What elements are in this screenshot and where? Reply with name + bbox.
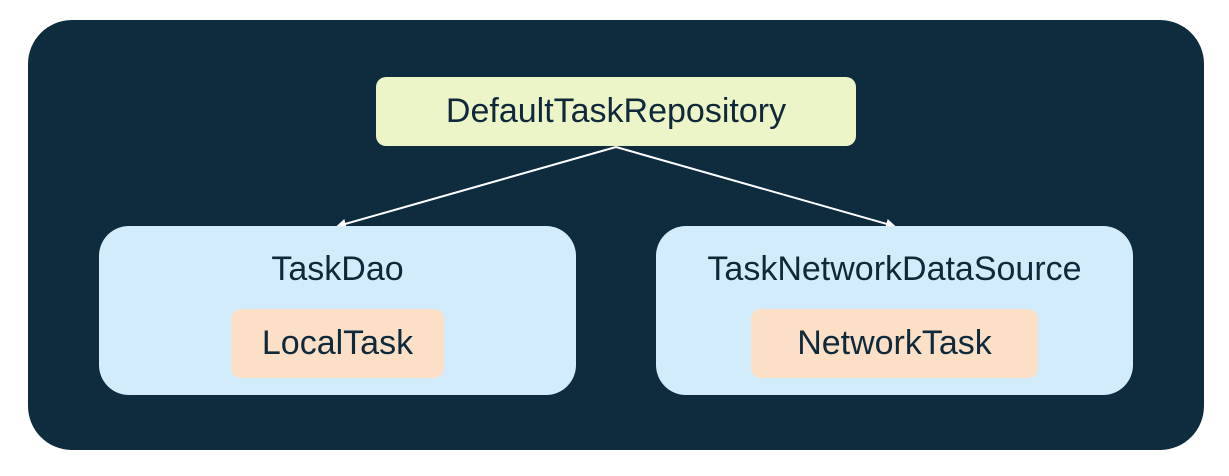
model-node-networktask: NetworkTask <box>751 309 1038 378</box>
data-source-tasknetworkdatasource: TaskNetworkDataSource NetworkTask <box>656 226 1133 395</box>
data-source-label: TaskDao <box>271 250 404 288</box>
model-label: NetworkTask <box>797 324 992 362</box>
model-label: LocalTask <box>261 324 414 362</box>
repository-node: DefaultTaskRepository <box>376 77 856 146</box>
data-source-label: TaskNetworkDataSource <box>707 250 1082 288</box>
repository-label: DefaultTaskRepository <box>445 92 787 130</box>
model-node-localtask: LocalTask <box>231 309 444 378</box>
arrow-to-taskdao <box>336 146 617 229</box>
data-source-taskdao: TaskDao LocalTask <box>99 226 576 395</box>
arrow-to-tasknetworkdatasource <box>615 146 896 229</box>
